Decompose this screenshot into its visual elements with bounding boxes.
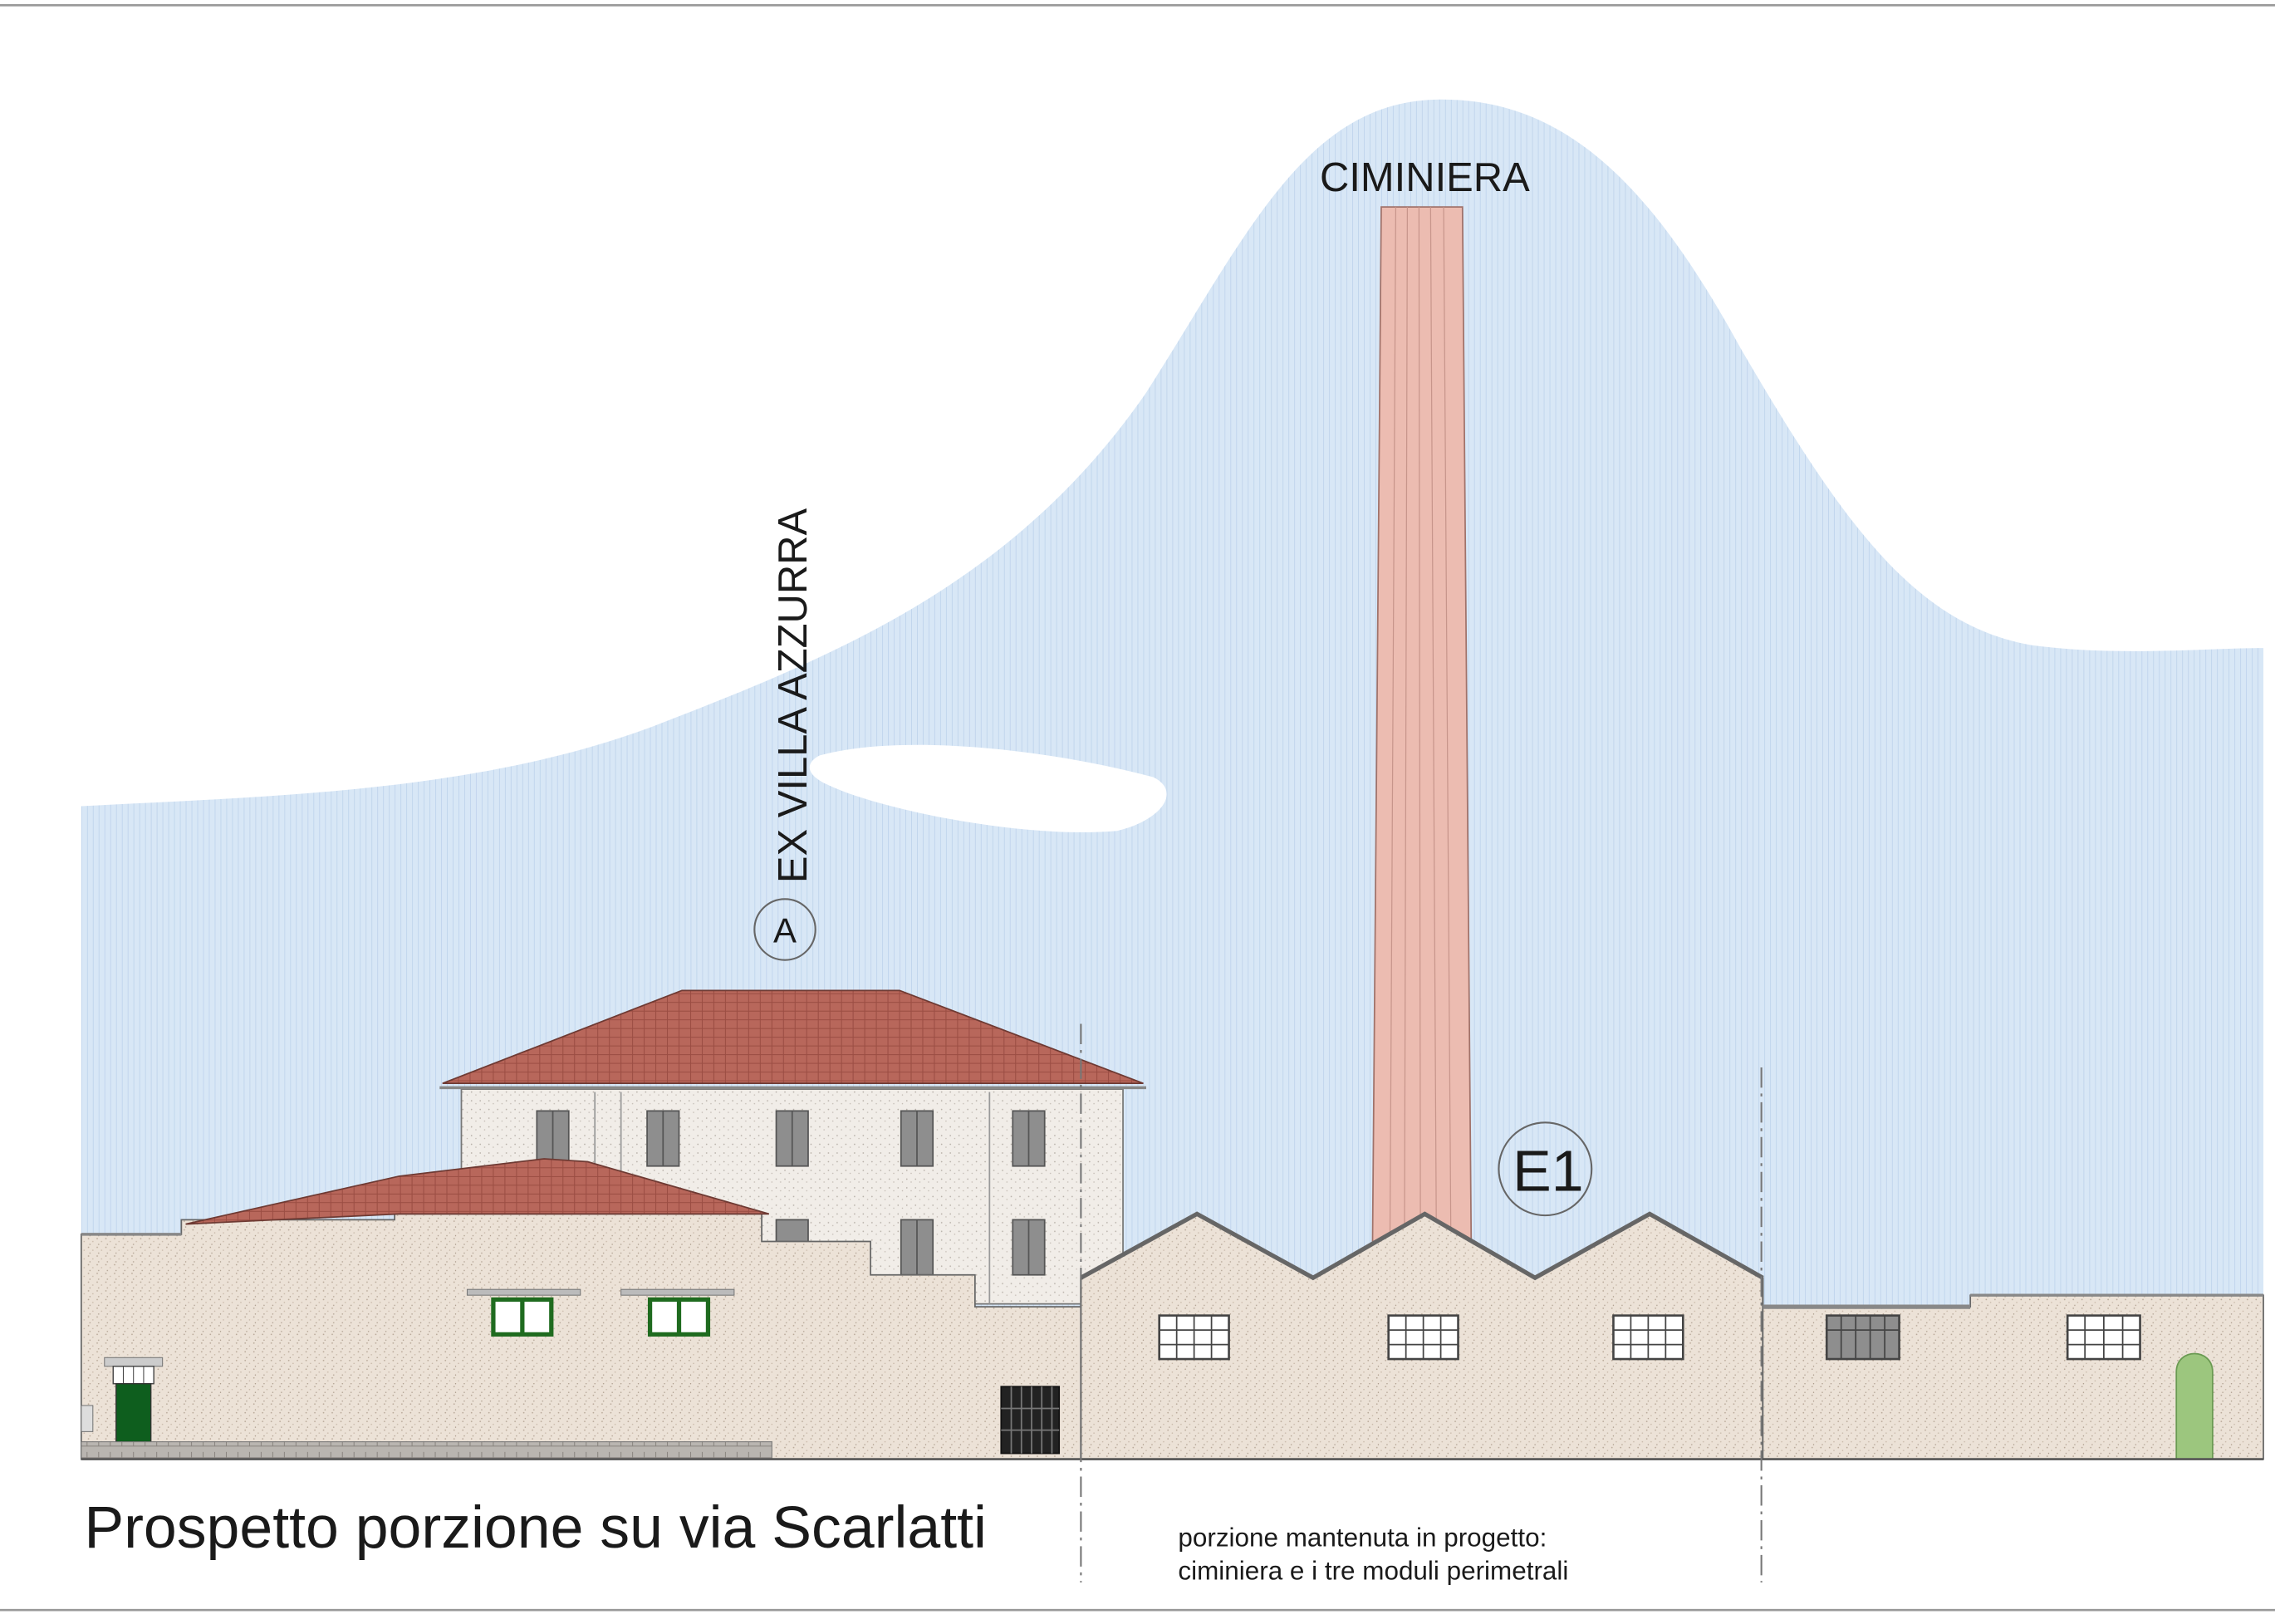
villa-roof <box>442 989 1144 1085</box>
stone-base <box>81 1441 772 1460</box>
villa-window <box>1012 1110 1046 1167</box>
e1-marker-label: E1 <box>1513 1138 1583 1203</box>
villa-window <box>536 1110 570 1167</box>
grill-window <box>1000 1386 1061 1455</box>
chimney-label: CIMINIERA <box>1320 155 1530 200</box>
grid-window <box>1612 1314 1684 1361</box>
left-lower-building <box>80 1158 1082 1460</box>
shrub <box>2175 1352 2214 1460</box>
lower-roof <box>185 1158 770 1225</box>
chimney <box>1371 206 1473 1243</box>
grid-window <box>1387 1314 1459 1361</box>
green-window <box>466 1288 581 1337</box>
villa-window <box>1012 1219 1046 1276</box>
green-window <box>620 1288 735 1337</box>
villa-window <box>646 1110 680 1167</box>
villa-window <box>775 1110 809 1167</box>
grey-grid-window <box>1825 1314 1900 1361</box>
villa-window <box>775 1219 809 1244</box>
grid-window <box>2066 1314 2141 1361</box>
drawing-title: Prospetto porzione su via Scarlatti <box>84 1494 987 1561</box>
grid-window <box>1158 1314 1230 1361</box>
right-low-building <box>1762 1293 2264 1460</box>
cloud <box>809 744 1167 832</box>
villa-window <box>900 1219 934 1276</box>
caption-note-line1: porzione mantenuta in progetto: <box>1178 1523 1547 1552</box>
villa-marker-circle <box>753 898 816 961</box>
wall-plaque <box>81 1405 94 1432</box>
villa-label: EX VILLA AZZURRA <box>771 508 816 884</box>
villa-window <box>900 1110 934 1167</box>
e1-marker-circle <box>1498 1121 1593 1217</box>
villa-marker-label: A <box>773 911 797 950</box>
caption-note-line2: ciminiera e i tre moduli perimetrali <box>1178 1557 1568 1586</box>
sky-hill-silhouette <box>81 99 2264 1308</box>
e1-building <box>1080 1211 1764 1460</box>
